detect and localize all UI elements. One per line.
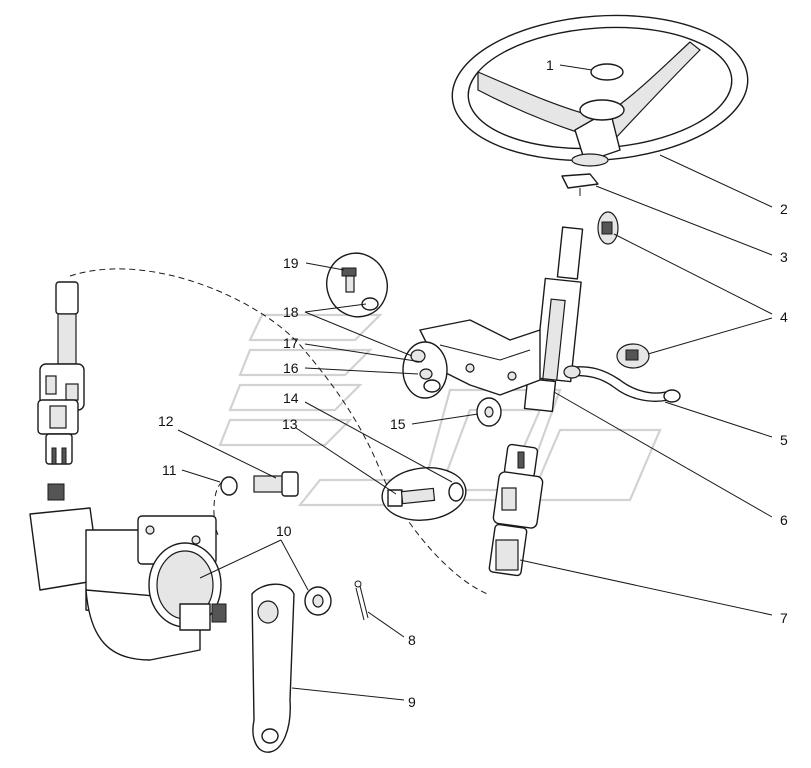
callout-5: 5 <box>780 432 788 448</box>
callout-12: 12 <box>158 413 174 429</box>
column-bracket <box>419 319 541 396</box>
callout-15: 15 <box>390 416 406 432</box>
pitman-arm <box>251 583 295 753</box>
adjust-lever <box>563 365 681 403</box>
callout-19: 19 <box>283 255 299 271</box>
callout-8: 8 <box>408 632 416 648</box>
callout-17: 17 <box>283 335 299 351</box>
washer-18-upper <box>361 297 379 311</box>
mounting-bolt-upper <box>597 211 619 245</box>
callout-14: 14 <box>283 390 299 406</box>
callout-1: 1 <box>546 57 554 73</box>
detail-bolt-13-14 <box>381 467 467 521</box>
callout-4: 4 <box>780 309 788 325</box>
detail-cluster-16-17-18 <box>402 341 448 399</box>
lock-washer <box>561 173 599 196</box>
steering-wheel <box>451 14 749 167</box>
callout-labels: 1 2 3 4 5 6 7 8 9 10 11 12 13 14 15 16 1… <box>158 57 788 710</box>
callout-7: 7 <box>780 610 788 626</box>
cotter-pin <box>354 580 369 621</box>
steering-column <box>523 226 584 413</box>
callout-16: 16 <box>283 360 299 376</box>
callout-11: 11 <box>162 462 177 478</box>
intermediate-shaft-upper <box>37 281 85 465</box>
horn-button <box>590 63 624 81</box>
leader-lines <box>177 64 773 701</box>
spring-washer-11 <box>220 476 238 496</box>
steering-gearbox <box>29 483 227 661</box>
callout-10: 10 <box>276 523 292 539</box>
intermediate-shaft-lower <box>488 443 544 577</box>
mounting-bolt-lower <box>616 343 650 369</box>
bolt-12 <box>253 471 299 497</box>
callout-2: 2 <box>780 201 788 217</box>
callout-13: 13 <box>282 416 298 432</box>
routing-dashed-line <box>69 268 491 596</box>
callout-3: 3 <box>780 249 788 265</box>
callout-6: 6 <box>780 512 788 528</box>
castle-nut <box>304 586 332 616</box>
callout-18: 18 <box>283 304 299 320</box>
callout-9: 9 <box>408 694 416 710</box>
detail-bolt-19 <box>326 252 388 318</box>
